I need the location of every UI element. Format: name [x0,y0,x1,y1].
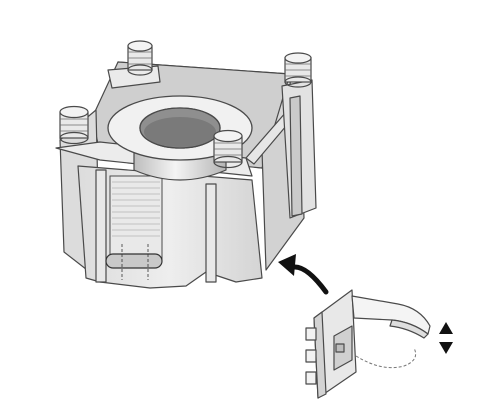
curved-arrow-icon [278,254,329,295]
knob-front-left [59,105,89,145]
front-window [109,175,163,261]
up-down-arrows-icon [439,322,453,354]
front-rib-right [205,183,217,283]
knob-back-right [284,52,312,88]
knob-back-left [127,40,153,76]
clip-detail [305,289,431,399]
front-rib-left [95,169,107,283]
knob-front-right [213,129,243,169]
front-slot [105,244,163,280]
